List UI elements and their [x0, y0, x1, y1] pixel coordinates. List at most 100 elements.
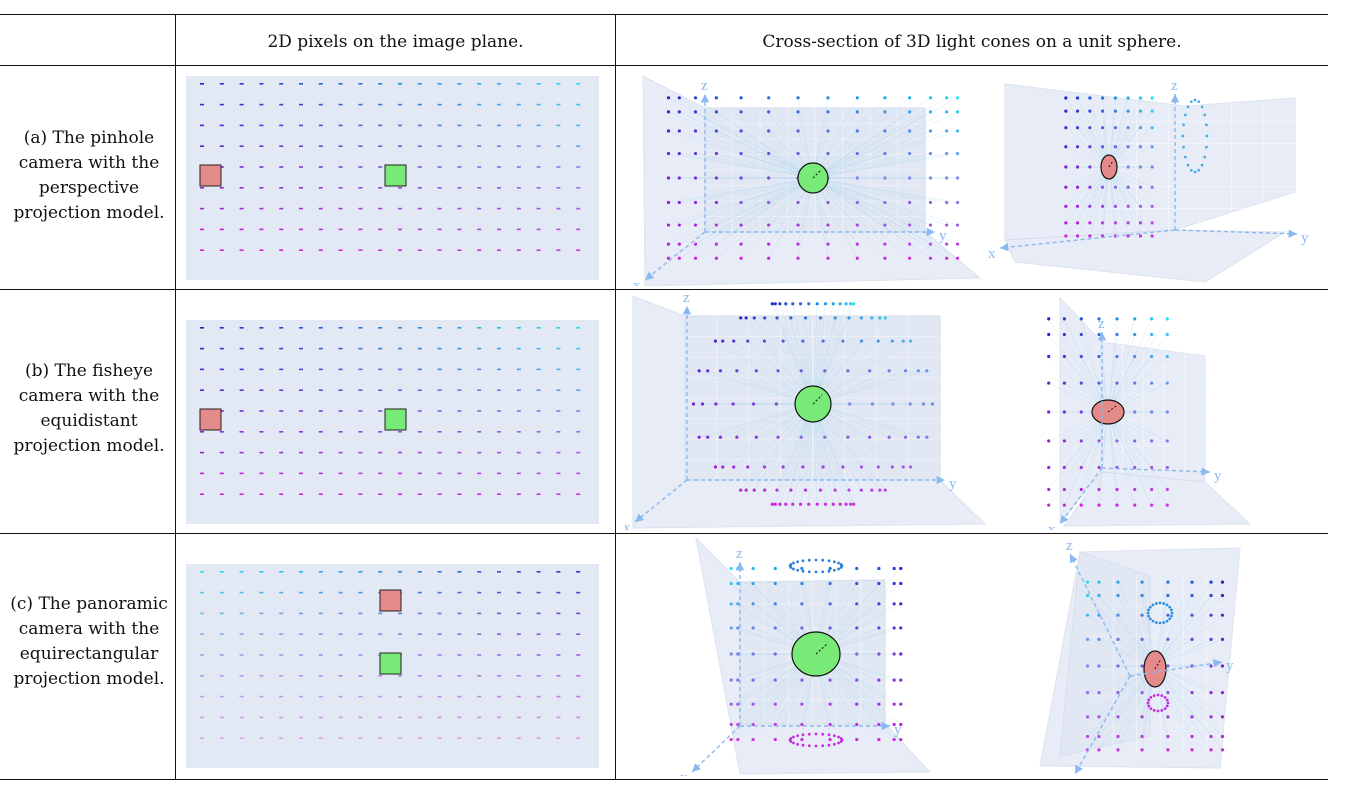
light-cone-point	[739, 488, 743, 492]
light-cone-point	[1133, 381, 1137, 385]
pixel-sample	[279, 410, 284, 412]
pixel-sample	[457, 103, 462, 106]
light-cone-point	[735, 435, 739, 439]
pixel-sample	[398, 737, 402, 739]
pixel-sample	[219, 228, 224, 231]
pixel-sample	[378, 249, 383, 251]
pixel-sample	[576, 368, 581, 371]
light-cone-point	[714, 129, 718, 133]
pixel-sample	[338, 389, 343, 391]
pixel-sample	[219, 472, 224, 475]
pixel-sample	[259, 612, 264, 615]
light-cone-point	[828, 602, 832, 606]
pixel-sample	[576, 103, 581, 106]
light-cone-point	[878, 488, 882, 492]
light-ray	[812, 177, 947, 245]
light-cone-point	[718, 369, 723, 373]
light-cone-point	[1190, 580, 1194, 584]
pixel-sample	[219, 451, 224, 454]
pixel-sample	[259, 591, 264, 594]
light-cone-point	[1168, 605, 1172, 609]
light-ray	[1108, 110, 1153, 168]
light-cone-point	[1097, 465, 1101, 470]
z-axis-label: z	[1171, 78, 1178, 94]
light-cone-point	[892, 722, 896, 727]
light-cone-point	[807, 302, 811, 306]
pixel-sample	[497, 472, 501, 475]
pixel-sample	[437, 695, 442, 698]
pixel-sample	[239, 124, 244, 127]
light-cone-point	[1156, 693, 1160, 697]
light-cone-point	[821, 465, 825, 469]
light-cone-point	[1140, 613, 1144, 617]
light-ray	[1107, 334, 1152, 413]
light-cone-point	[883, 488, 887, 492]
pixel-sample	[239, 675, 244, 677]
light-cone-point	[1203, 155, 1207, 159]
light-cone-point	[883, 96, 887, 100]
light-cone-point	[928, 200, 933, 205]
x-axis-label: x	[1063, 772, 1071, 776]
light-cone-point	[827, 733, 831, 737]
light-ray	[740, 97, 814, 179]
light-cone-point	[877, 722, 881, 727]
light-cone-point	[1100, 126, 1105, 130]
light-cone-point	[751, 678, 755, 682]
light-cone-point	[855, 96, 859, 100]
light-cone-point	[928, 176, 933, 180]
pixel-sample	[299, 695, 303, 698]
light-cone-point	[890, 465, 894, 469]
light-cone-point	[955, 96, 960, 100]
light-cone-point	[767, 151, 771, 156]
pixel-sample	[576, 207, 581, 210]
pixel-sample	[417, 83, 422, 85]
light-cone-point	[1190, 690, 1194, 695]
light-ray	[1108, 166, 1153, 237]
light-ray	[812, 153, 910, 179]
light-cone-point	[1100, 221, 1105, 225]
light-cone-point	[693, 129, 698, 133]
pixel-sample	[219, 633, 224, 635]
pixel-sample	[200, 228, 204, 231]
pixel-sample	[417, 389, 422, 391]
pixel-sample	[417, 695, 422, 698]
light-cone-point	[714, 242, 718, 246]
light-ray	[740, 317, 814, 405]
z-axis-label: z	[683, 292, 690, 306]
light-cone-point	[1075, 204, 1080, 208]
row-label-line: projection model.	[13, 436, 165, 456]
light-cone-point	[945, 200, 949, 205]
pixel-sample	[279, 368, 284, 371]
pixel-sample	[259, 571, 264, 573]
light-cone-point	[892, 581, 896, 586]
pixel-sample	[398, 571, 402, 573]
light-ray	[695, 111, 814, 179]
x-axis-label: x	[680, 770, 688, 776]
light-cone-point	[847, 488, 851, 492]
pixel-sample	[358, 675, 363, 677]
light-cone-point	[1064, 204, 1068, 208]
light-cone-point	[800, 602, 804, 606]
light-cone-point	[1116, 748, 1120, 752]
pixel-sample	[556, 571, 561, 573]
coordinate-plane	[1004, 229, 1287, 283]
light-cone-point	[1165, 503, 1169, 507]
light-cone-point	[666, 110, 671, 114]
light-cone-point	[792, 741, 795, 745]
pixel-sample	[200, 187, 204, 189]
light-cone-point	[1085, 593, 1090, 598]
light-cone-point	[801, 339, 805, 343]
light-ray	[1098, 411, 1109, 490]
light-cone-point	[852, 302, 856, 306]
light-cone-point	[1133, 439, 1137, 443]
pixel-sample	[279, 145, 284, 147]
light-cone-point	[773, 678, 777, 682]
light-ray	[812, 111, 910, 179]
light-cone-point	[855, 626, 859, 630]
y-axis-line	[1174, 229, 1298, 238]
light-ray	[1107, 411, 1135, 506]
light-ray	[1154, 582, 1193, 667]
light-ray	[1154, 639, 1223, 667]
light-cone-point	[736, 626, 740, 630]
light-cone-point	[735, 369, 739, 373]
